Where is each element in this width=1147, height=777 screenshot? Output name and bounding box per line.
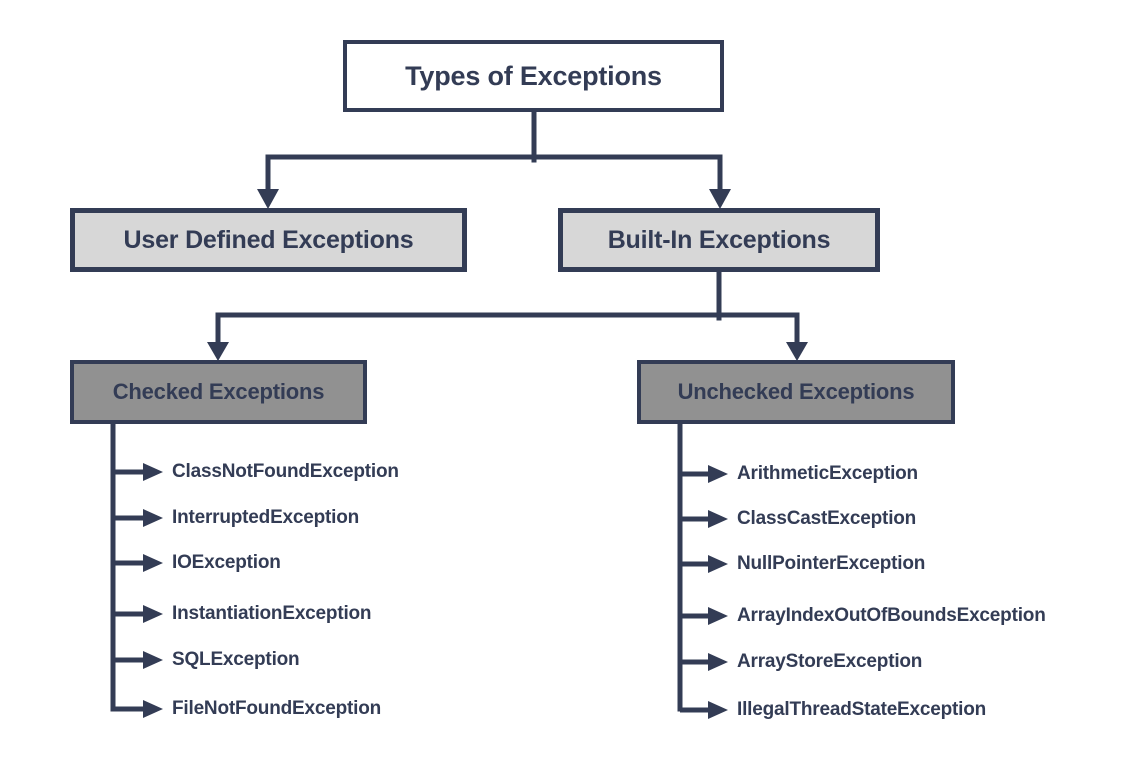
exception-name: ClassNotFoundException: [172, 461, 399, 482]
exception-name: SQLException: [172, 649, 300, 670]
list-item: ArrayStoreException: [680, 649, 922, 675]
exception-name: IllegalThreadStateException: [737, 699, 987, 720]
arrow-down-icon: [207, 342, 229, 361]
list-item: NullPointerException: [680, 551, 925, 577]
node-label: Built-In Exceptions: [607, 225, 831, 254]
arrow-right-icon: [680, 555, 728, 573]
arrow-right-icon: [113, 509, 163, 527]
arrow-right-icon: [680, 701, 728, 719]
node-label: User Defined Exceptions: [123, 225, 414, 254]
exception-name: InterruptedException: [172, 507, 360, 528]
list-item: SQLException: [113, 647, 300, 673]
exception-name: NullPointerException: [737, 553, 926, 574]
list-item: InterruptedException: [113, 505, 359, 531]
arrow-right-icon: [113, 605, 163, 623]
exception-name: ArrayStoreException: [737, 651, 923, 672]
exception-name: FileNotFoundException: [172, 698, 382, 719]
exception-name: ArithmeticException: [737, 463, 918, 484]
list-item: IOException: [113, 550, 281, 576]
list-item: InstantiationException: [113, 601, 372, 627]
node-unchecked-exceptions: Unchecked Exceptions: [637, 360, 955, 424]
arrow-right-icon: [680, 510, 728, 528]
arrow-right-icon: [113, 554, 163, 572]
exception-name: InstantiationException: [172, 603, 372, 624]
node-label: Checked Exceptions: [112, 379, 325, 404]
arrow-right-icon: [113, 463, 163, 481]
list-item: ClassNotFoundException: [113, 459, 399, 485]
list-item: ArithmeticException: [680, 461, 918, 487]
arrow-right-icon: [113, 651, 163, 669]
node-types-of-exceptions: Types of Exceptions: [343, 40, 724, 112]
node-built-in-exceptions: Built-In Exceptions: [558, 208, 880, 272]
arrow-right-icon: [680, 465, 728, 483]
node-label: Unchecked Exceptions: [677, 379, 915, 404]
arrow-right-icon: [113, 700, 163, 718]
arrow-right-icon: [680, 653, 728, 671]
exception-name: ArrayIndexOutOfBoundsException: [737, 605, 1046, 626]
connector-line: [215, 312, 800, 348]
connector-line: [265, 154, 723, 195]
node-checked-exceptions: Checked Exceptions: [70, 360, 367, 424]
exception-name: IOException: [172, 552, 281, 573]
list-item: ArrayIndexOutOfBoundsException: [680, 603, 1046, 629]
list-item: ClassCastException: [680, 506, 916, 532]
node-label: Types of Exceptions: [405, 60, 662, 91]
list-item: FileNotFoundException: [113, 696, 381, 722]
exception-name: ClassCastException: [737, 508, 917, 529]
node-user-defined-exceptions: User Defined Exceptions: [70, 208, 467, 272]
arrow-down-icon: [257, 189, 279, 209]
arrow-down-icon: [709, 189, 731, 209]
list-item: IllegalThreadStateException: [680, 697, 986, 723]
arrow-right-icon: [680, 607, 728, 625]
arrow-down-icon: [786, 342, 808, 361]
